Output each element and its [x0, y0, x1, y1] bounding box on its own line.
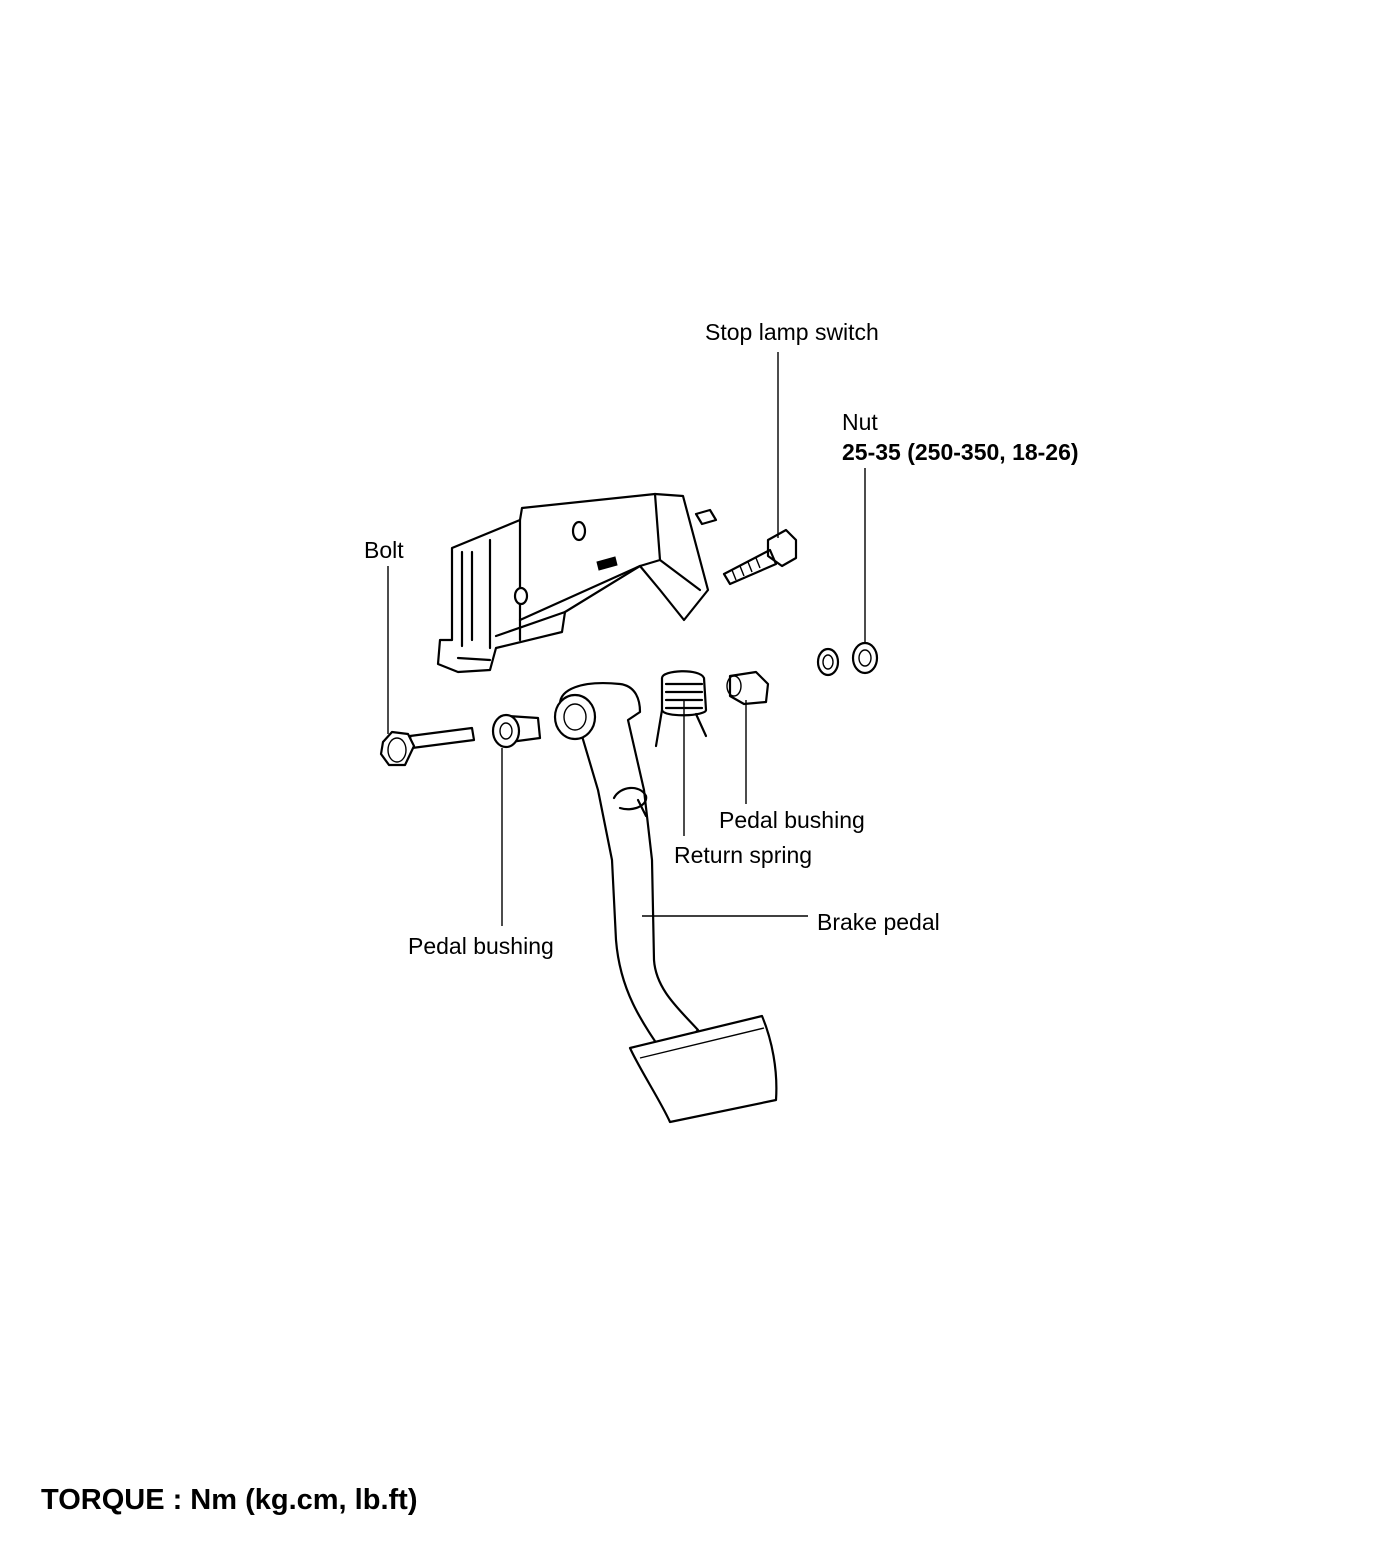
leader-lines [387, 352, 866, 926]
torque-units-note: TORQUE : Nm (kg.cm, lb.ft) [41, 1484, 418, 1516]
nut-torque-spec: 25-35 (250-350, 18-26) [842, 439, 1079, 465]
brake-pedal [553, 682, 778, 1124]
bolt-label: Bolt [364, 537, 404, 563]
pedal-bushing-right [726, 670, 770, 706]
brake-pedal-label: Brake pedal [817, 909, 940, 935]
pedal-bracket [436, 492, 710, 674]
nut-and-washer [816, 641, 879, 677]
pedal-bushing-left [491, 713, 542, 749]
bolt [379, 726, 476, 767]
return-spring [654, 670, 708, 748]
return-spring-label: Return spring [674, 842, 813, 868]
stop-lamp-switch-label: Stop lamp switch [705, 319, 879, 345]
nut-label: Nut [842, 409, 878, 435]
stop-lamp-switch [694, 508, 798, 586]
pedal-bushing-right-label: Pedal bushing [719, 807, 865, 833]
pedal-bushing-left-label: Pedal bushing [408, 933, 554, 959]
